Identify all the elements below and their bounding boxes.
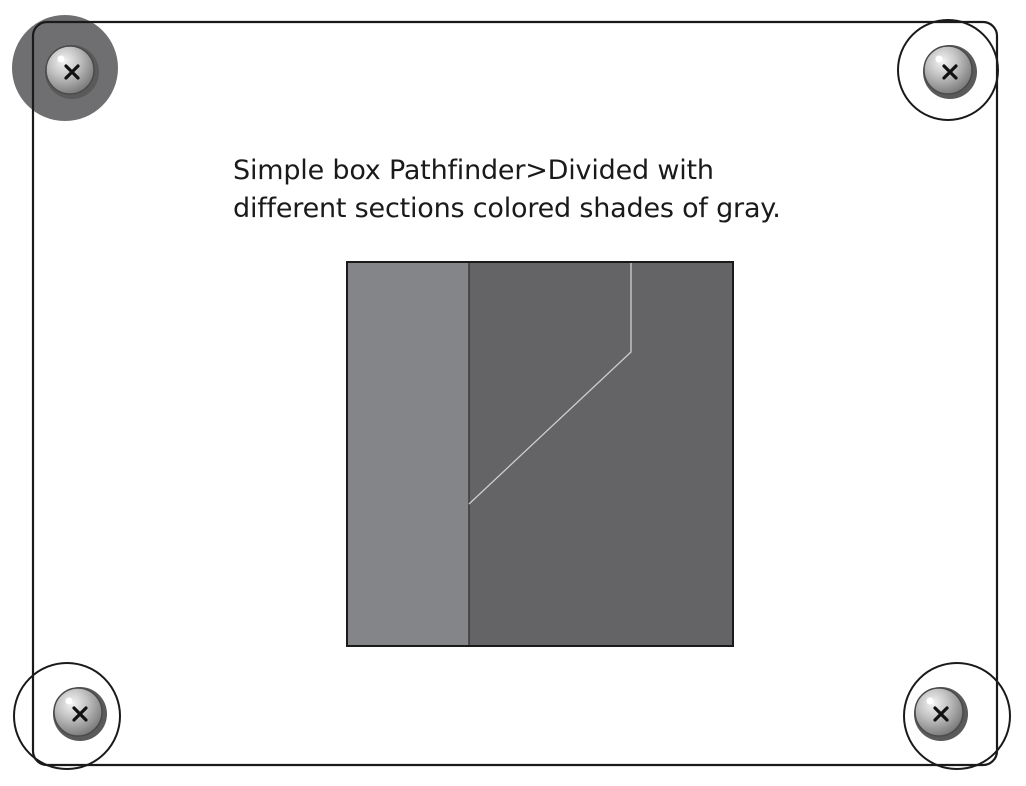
screw-icon: [923, 45, 977, 99]
screw-icon: [53, 687, 107, 741]
screw-icon: [914, 687, 968, 741]
box-outline: [346, 261, 734, 647]
caption-text: Simple box Pathfinder>Divided with diffe…: [233, 152, 853, 228]
screw-icon: [45, 45, 99, 99]
corner-ring-bottom-right: [903, 662, 1011, 770]
divided-box: [346, 261, 734, 647]
corner-ring-bottom-left: [13, 662, 121, 770]
box-left-section: [347, 262, 469, 646]
corner-ring-top-right: [897, 19, 999, 121]
caption-line-1: Simple box Pathfinder>Divided with: [233, 155, 714, 186]
caption-line-2: different sections colored shades of gra…: [233, 193, 781, 224]
pathfinder-divide-line: [468, 262, 632, 505]
frame-border: [31, 20, 999, 767]
